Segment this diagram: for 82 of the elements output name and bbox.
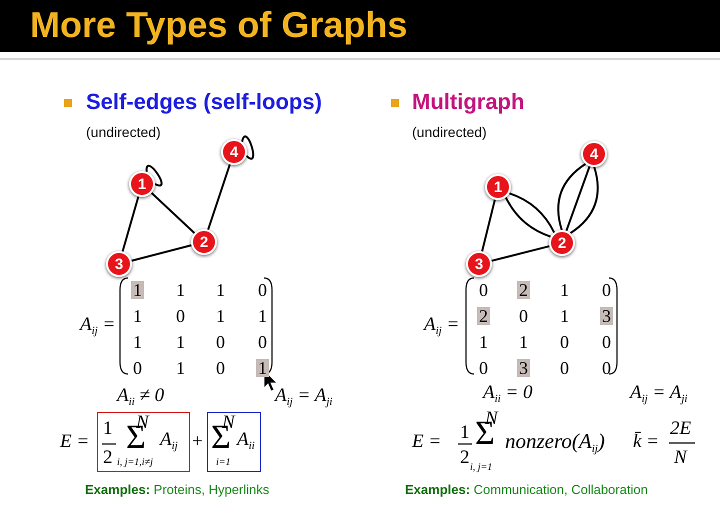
self-loop [241, 136, 254, 160]
matrix-entry: 0 [559, 333, 570, 351]
matrix-entry: 1 [256, 359, 269, 377]
self-loop [146, 164, 162, 186]
math-term: nonzero(A$_{ij}$) [505, 431, 605, 455]
matrix-entry: 0 [518, 307, 529, 325]
graph-edge [131, 244, 192, 262]
graph-edge [491, 245, 550, 262]
node-circle: 1 [485, 174, 511, 200]
matrix-entry: 0 [601, 281, 612, 299]
matrix-entry: 3 [600, 307, 613, 325]
matrix-entry: 2 [477, 307, 490, 325]
matrix-entry: 1 [257, 307, 268, 325]
matrix-entry: 0 [601, 333, 612, 351]
matrix-entry: 0 [559, 359, 570, 377]
math-term: i, j=1 [470, 463, 492, 473]
matrix-entry: 0 [257, 333, 268, 351]
matrix-entry: 1 [215, 281, 226, 299]
matrix-entry: 1 [175, 281, 186, 299]
math-term: k̄ = [633, 432, 660, 451]
matrix-entry: 0 [215, 359, 226, 377]
math-term: A$_{ii}$ ≠ 0 [117, 386, 164, 408]
matrix-entry: 0 [215, 333, 226, 351]
matrix-entry: 1 [175, 333, 186, 351]
heading: Multigraph [412, 91, 524, 113]
highlight-frame [207, 412, 261, 472]
matrix-entry: 2 [517, 281, 530, 299]
math-term: + [192, 432, 203, 451]
math-term: A$_{ij}$ = [80, 315, 116, 337]
math-term: i=1 [216, 458, 231, 468]
graph-edge [565, 166, 591, 232]
matrix-entry: 0 [175, 307, 186, 325]
node-circle: 3 [106, 251, 132, 277]
node-circle: 3 [466, 251, 492, 277]
matrix-entry: 0 [601, 359, 612, 377]
math-term: 2E [670, 419, 692, 438]
matrix-entry: 0 [257, 281, 268, 299]
matrix-entry: 0 [478, 359, 489, 377]
math-term: E = [60, 432, 90, 451]
math-term: A$_{ii}$ [237, 430, 255, 452]
title: More Types of Graphs [30, 7, 408, 43]
matrix-entry: 1 [559, 307, 570, 325]
matrix-entry: 1 [518, 333, 529, 351]
matrix-entry: 3 [517, 359, 530, 377]
matrix-entry: 0 [478, 281, 489, 299]
node-circle: 2 [191, 229, 217, 255]
math-term: A$_{ij}$ = A$_{ji}$ [275, 386, 332, 408]
heading: Self-edges (self-loops) [86, 91, 322, 113]
math-term: 2 [460, 448, 470, 467]
math-term: i, j=1,i≠j [117, 458, 153, 468]
matrix-entry: 1 [132, 307, 143, 325]
subtitle: (undirected) [86, 125, 161, 139]
math-term: E = [412, 432, 442, 451]
graph-edge [481, 199, 496, 252]
example-text: Examples: Communication, Collaboration [405, 483, 648, 496]
math-term: 1 [460, 423, 470, 442]
graph-edge [122, 196, 140, 252]
subtitle: (undirected) [412, 125, 487, 139]
math-term: A$_{ii}$ = 0 [483, 383, 533, 405]
math-term: 1 [103, 419, 112, 438]
graph-edge [150, 192, 196, 234]
matrix-entry: 0 [132, 359, 143, 377]
matrix-entry: 1 [175, 359, 186, 377]
math-term: A$_{ij}$ [160, 430, 178, 452]
matrix-entry: 1 [559, 281, 570, 299]
matrix-entry: 1 [215, 307, 226, 325]
math-term: A$_{ij}$ = [424, 315, 460, 337]
graph-edge [207, 164, 231, 230]
highlight-frame [97, 412, 190, 472]
math-term: N [674, 448, 687, 467]
math-term: 2 [103, 448, 112, 467]
matrix-entry: 1 [132, 333, 143, 351]
node-circle: 2 [549, 230, 575, 256]
node-circle: 4 [581, 141, 607, 167]
math-term: A$_{ij}$ = A$_{ji}$ [630, 383, 688, 405]
graph-edge [557, 163, 586, 230]
matrix-entry: 1 [478, 333, 489, 351]
example-text: Examples: Proteins, Hyperlinks [85, 483, 270, 496]
node-circle: 1 [129, 171, 155, 197]
node-circle: 4 [221, 139, 247, 165]
graph-edge [570, 166, 599, 234]
matrix-entry: 1 [131, 281, 144, 299]
